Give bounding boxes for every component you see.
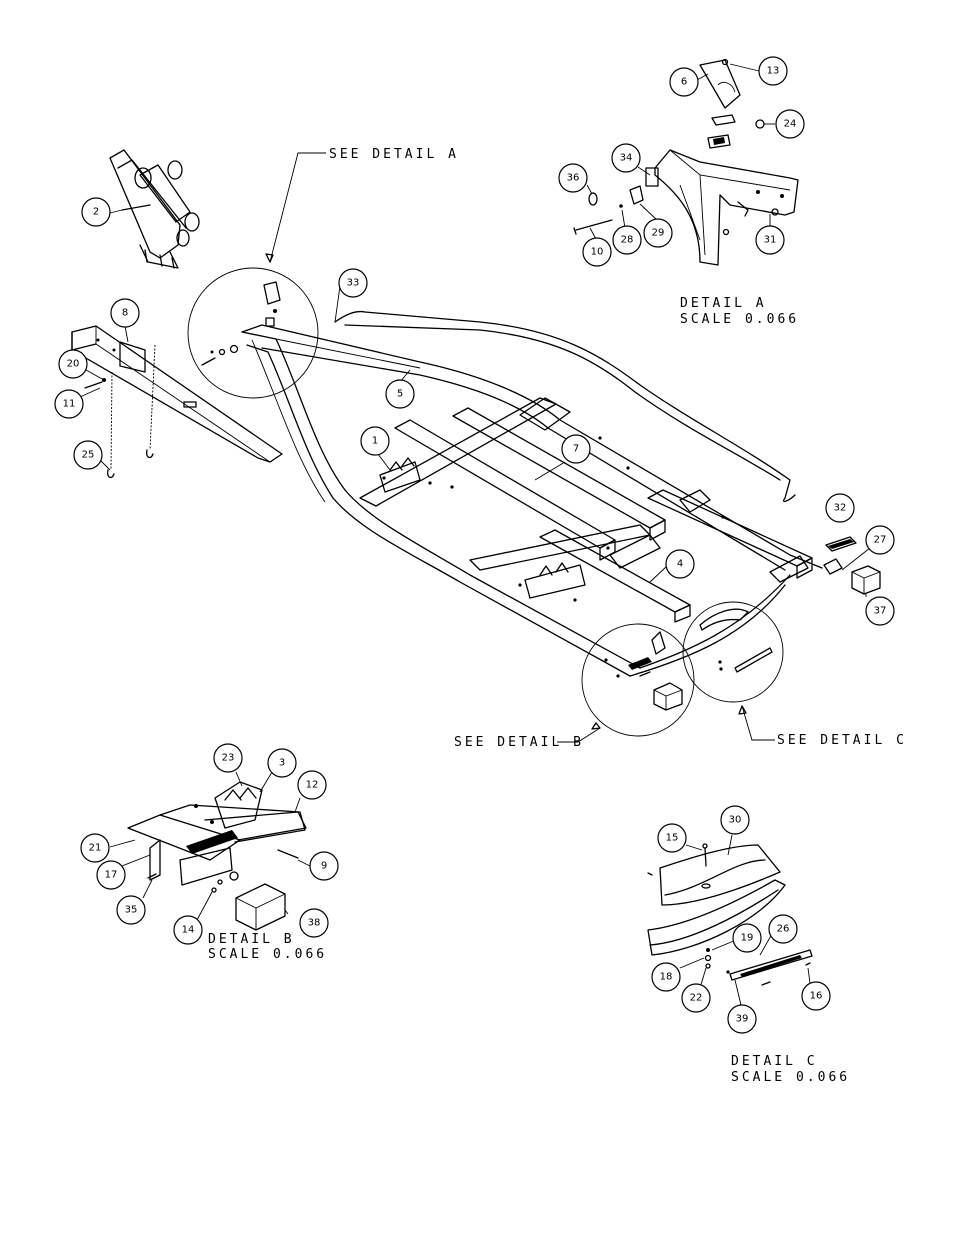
svg-text:38: 38 bbox=[308, 918, 321, 929]
part-balloon-9: 9 bbox=[309, 851, 339, 881]
part-balloon-39: 39 bbox=[727, 1004, 757, 1034]
part-balloon-29: 29 bbox=[643, 218, 673, 248]
svg-text:17: 17 bbox=[105, 870, 118, 881]
detail-b-title: DETAIL B bbox=[208, 932, 295, 947]
part-balloon-6: 6 bbox=[669, 67, 699, 97]
svg-text:7: 7 bbox=[573, 444, 579, 455]
svg-text:31: 31 bbox=[764, 235, 777, 246]
see-detail-b-label: SEE DETAIL B bbox=[454, 735, 584, 750]
part-balloon-31: 31 bbox=[755, 225, 785, 255]
svg-text:39: 39 bbox=[736, 1014, 749, 1025]
detail-a-scale: SCALE 0.066 bbox=[680, 312, 799, 327]
detail-c-title: DETAIL C bbox=[731, 1054, 818, 1069]
detail-a-callout-circle bbox=[187, 267, 319, 399]
part-balloon-13: 13 bbox=[758, 56, 788, 86]
detail-b-scale: SCALE 0.066 bbox=[208, 947, 327, 962]
svg-text:13: 13 bbox=[767, 66, 780, 77]
svg-text:32: 32 bbox=[834, 503, 847, 514]
part-balloon-22: 22 bbox=[681, 983, 711, 1013]
detail-a-drawing bbox=[573, 58, 799, 266]
svg-text:29: 29 bbox=[652, 228, 665, 239]
svg-text:24: 24 bbox=[784, 119, 797, 130]
part-balloon-18: 18 bbox=[651, 962, 681, 992]
svg-text:8: 8 bbox=[122, 308, 128, 319]
part-balloon-28: 28 bbox=[612, 225, 642, 255]
part-balloon-15: 15 bbox=[657, 823, 687, 853]
part-balloon-14: 14 bbox=[173, 915, 203, 945]
part-balloon-19: 19 bbox=[732, 923, 762, 953]
part-balloon-23: 23 bbox=[213, 743, 243, 773]
svg-text:20: 20 bbox=[67, 359, 80, 370]
svg-text:16: 16 bbox=[810, 991, 823, 1002]
part-balloon-27: 27 bbox=[865, 525, 895, 555]
detail-b-drawing bbox=[127, 781, 307, 931]
detail-c-callout-circle bbox=[682, 601, 784, 703]
svg-text:18: 18 bbox=[660, 972, 673, 983]
detail-c-scale: SCALE 0.066 bbox=[731, 1070, 850, 1085]
part-balloon-38: 38 bbox=[299, 908, 329, 938]
svg-text:10: 10 bbox=[591, 247, 604, 258]
svg-text:12: 12 bbox=[306, 780, 319, 791]
svg-text:2: 2 bbox=[93, 207, 99, 218]
part-balloon-26: 26 bbox=[768, 914, 798, 944]
svg-text:26: 26 bbox=[777, 924, 790, 935]
detail-a-title: DETAIL A bbox=[680, 296, 767, 311]
svg-text:33: 33 bbox=[347, 278, 360, 289]
svg-text:4: 4 bbox=[677, 559, 683, 570]
see-detail-c-label: SEE DETAIL C bbox=[777, 733, 907, 748]
part-balloon-3: 3 bbox=[267, 748, 297, 778]
part-balloon-32: 32 bbox=[825, 493, 855, 523]
winch-stand bbox=[109, 149, 200, 269]
svg-text:15: 15 bbox=[666, 833, 679, 844]
svg-text:36: 36 bbox=[567, 173, 580, 184]
svg-text:34: 34 bbox=[620, 153, 633, 164]
part-balloon-24: 24 bbox=[775, 109, 805, 139]
part-balloon-10: 10 bbox=[582, 237, 612, 267]
part-balloon-35: 35 bbox=[116, 895, 146, 925]
svg-text:30: 30 bbox=[729, 815, 742, 826]
trailer-tongue bbox=[71, 325, 283, 479]
part-balloon-4: 4 bbox=[665, 549, 695, 579]
svg-text:25: 25 bbox=[82, 450, 95, 461]
part-balloon-37: 37 bbox=[865, 596, 895, 626]
svg-text:11: 11 bbox=[63, 399, 76, 410]
svg-text:6: 6 bbox=[681, 77, 687, 88]
see-detail-a-label: SEE DETAIL A bbox=[329, 147, 459, 162]
svg-text:19: 19 bbox=[741, 933, 754, 944]
detail-b-callout-circle bbox=[581, 623, 695, 737]
part-balloon-25: 25 bbox=[73, 440, 103, 470]
svg-text:23: 23 bbox=[222, 753, 235, 764]
part-balloon-33: 33 bbox=[338, 268, 368, 298]
part-balloon-36: 36 bbox=[558, 163, 588, 193]
part-balloon-2: 2 bbox=[81, 197, 111, 227]
part-balloon-34: 34 bbox=[611, 143, 641, 173]
part-balloon-1: 1 bbox=[360, 426, 390, 456]
part-balloon-16: 16 bbox=[801, 981, 831, 1011]
part-balloon-30: 30 bbox=[720, 805, 750, 835]
svg-text:14: 14 bbox=[182, 925, 195, 936]
part-balloon-5: 5 bbox=[385, 379, 415, 409]
part-balloon-17: 17 bbox=[96, 860, 126, 890]
svg-text:3: 3 bbox=[279, 758, 285, 769]
svg-text:37: 37 bbox=[874, 606, 887, 617]
part-balloon-7: 7 bbox=[561, 434, 591, 464]
svg-text:27: 27 bbox=[874, 535, 887, 546]
part-balloon-11: 11 bbox=[54, 389, 84, 419]
svg-text:5: 5 bbox=[397, 389, 403, 400]
part-balloon-21: 21 bbox=[80, 833, 110, 863]
part-balloon-12: 12 bbox=[297, 770, 327, 800]
svg-text:21: 21 bbox=[89, 843, 102, 854]
svg-text:1: 1 bbox=[372, 436, 378, 447]
part-balloon-20: 20 bbox=[58, 349, 88, 379]
part-balloon-8: 8 bbox=[110, 298, 140, 328]
svg-text:28: 28 bbox=[621, 235, 634, 246]
detail-c-drawing bbox=[647, 843, 813, 986]
svg-text:9: 9 bbox=[321, 861, 327, 872]
svg-text:35: 35 bbox=[125, 905, 138, 916]
trailer-frame bbox=[241, 310, 881, 711]
callout-leaders bbox=[79, 63, 871, 1006]
svg-text:22: 22 bbox=[690, 993, 703, 1004]
